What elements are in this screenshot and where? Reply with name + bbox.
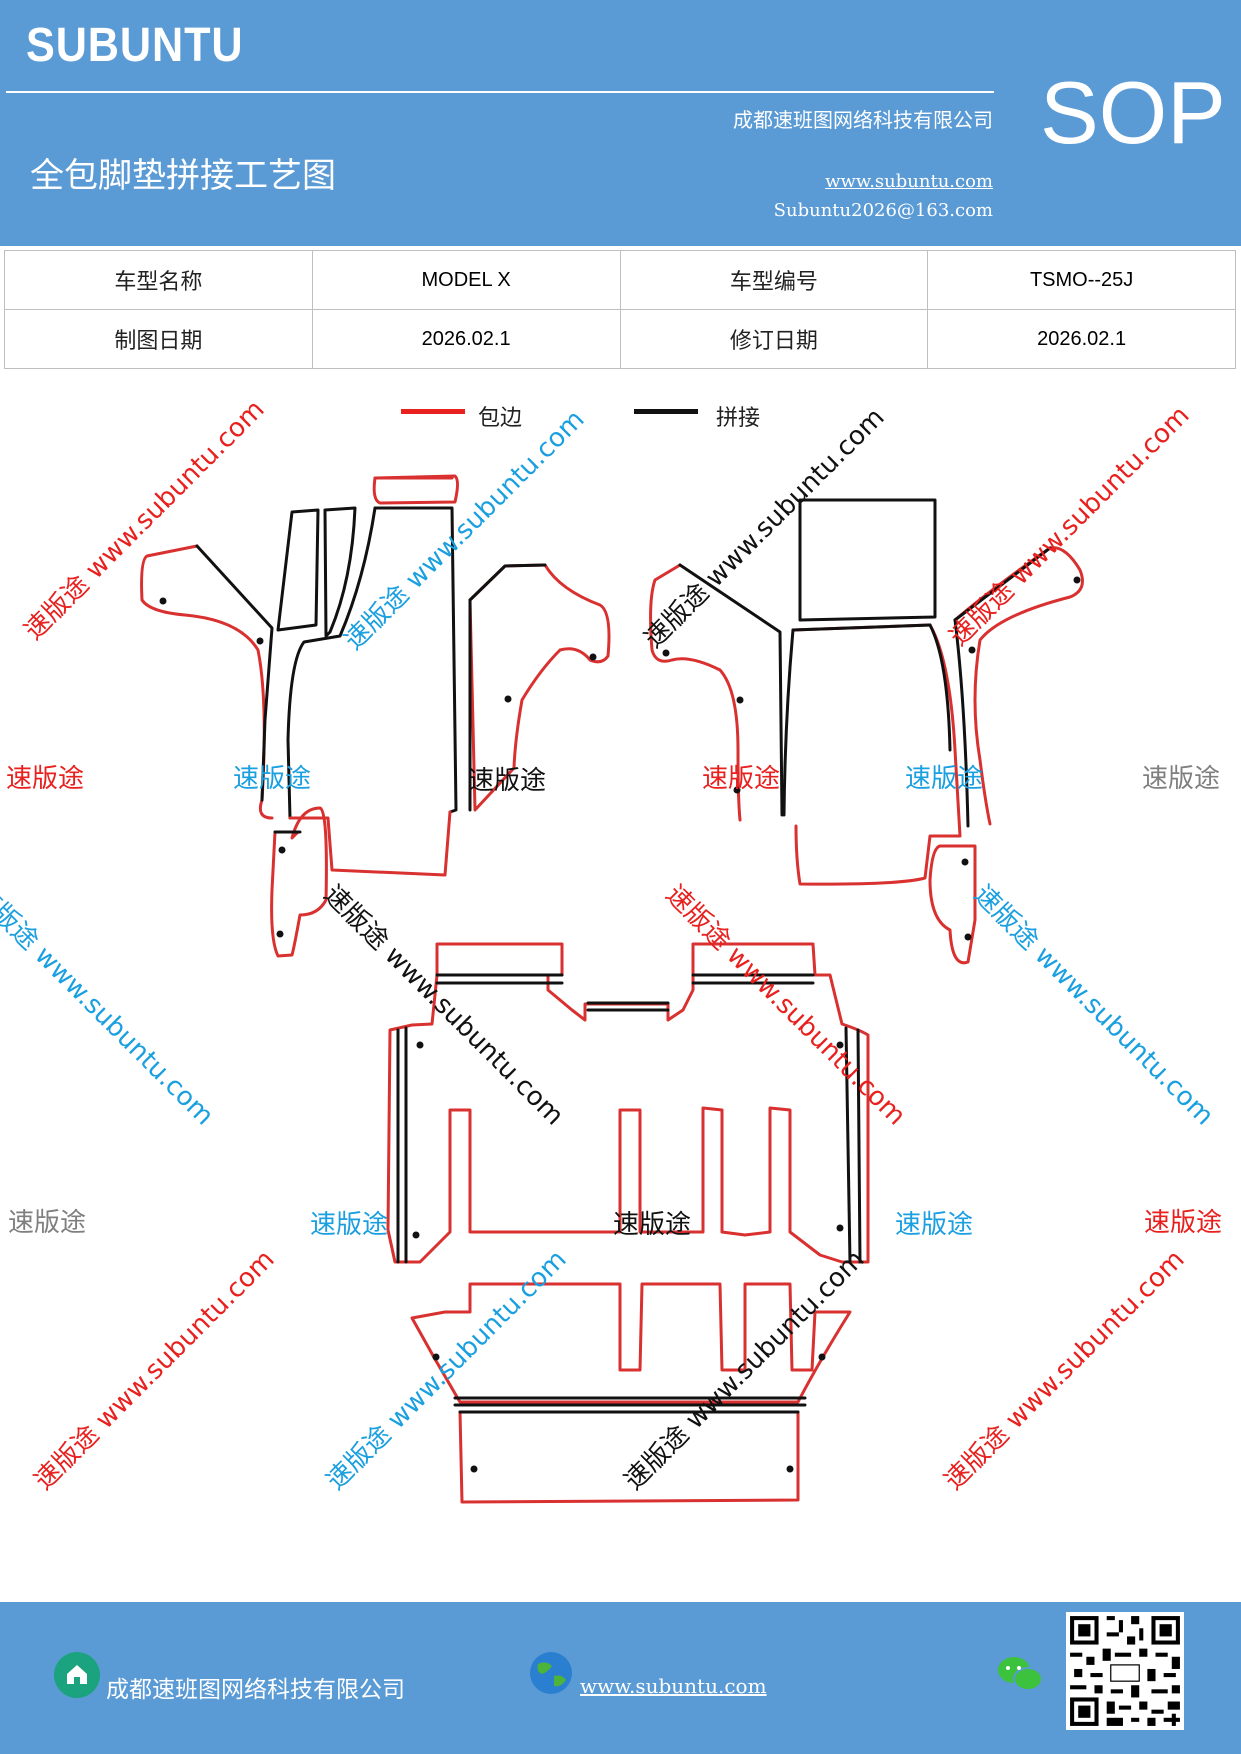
label-draw-date: 制图日期: [4, 309, 313, 369]
watermark-text: 速版途: [1144, 1208, 1223, 1238]
table-row: 车型名称 MODEL X 车型编号 TSMO--25J: [4, 250, 1236, 310]
watermark-text: 速版途: [233, 764, 312, 794]
front-left-mat: [140, 474, 459, 877]
footer-website-link[interactable]: www.subuntu.com: [580, 1674, 767, 1698]
brand-logo: SUBUNTU: [26, 19, 244, 72]
front-left-side-strip: [270, 806, 328, 958]
third-row-mat: [410, 1282, 852, 1504]
table-row: 制图日期 2026.02.1 修订日期 2026.02.1: [4, 309, 1236, 369]
wechat-icon: [996, 1654, 1044, 1694]
value-draw-date: 2026.02.1: [311, 309, 621, 369]
legend-swatch-seam: [634, 409, 698, 414]
company-name: 成都速班图网络科技有限公司: [733, 108, 993, 132]
value-model-name: MODEL X: [311, 250, 621, 310]
front-center-mat: [468, 563, 611, 812]
front-right-side-panel: [928, 546, 1084, 965]
watermark-text: 速版途: [8, 1208, 87, 1238]
vehicle-info-table: 车型名称 MODEL X 车型编号 TSMO--25J 制图日期 2026.02…: [4, 250, 1236, 369]
email-address: Subuntu2026@163.com: [773, 200, 993, 221]
front-right-mat: [649, 498, 962, 886]
label-revision-date: 修订日期: [619, 309, 929, 369]
watermark-text: 速版途: [310, 1210, 389, 1240]
header-banner: SUBUNTU 成都速班图网络科技有限公司 全包脚垫拼接工艺图 www.subu…: [0, 0, 1241, 246]
label-model-code: 车型编号: [619, 250, 929, 310]
watermark-text: 速版途: [613, 1210, 692, 1240]
sop-badge: SOP: [1040, 63, 1226, 162]
floor-mat-diagram: [140, 474, 1084, 1504]
watermark-text: 速版途: [1142, 764, 1221, 794]
value-revision-date: 2026.02.1: [927, 309, 1236, 369]
document-title: 全包脚垫拼接工艺图: [30, 156, 336, 196]
globe-icon: [528, 1650, 574, 1696]
house-icon: [54, 1652, 100, 1698]
legend-label-seam: 拼接: [716, 406, 761, 431]
watermark-text: 速版途: [468, 766, 547, 796]
website-link[interactable]: www.subuntu.com: [825, 171, 993, 192]
watermark-text: 速版途: [895, 1210, 974, 1240]
qr-code: [1066, 1612, 1184, 1730]
footer-company: 成都速班图网络科技有限公司: [106, 1677, 405, 1703]
legend-swatch-edging: [401, 409, 465, 414]
value-model-code: TSMO--25J: [927, 250, 1236, 310]
label-model-name: 车型名称: [4, 250, 313, 310]
second-row-mat: [386, 942, 870, 1264]
legend-label-edging: 包边: [478, 406, 523, 431]
watermark-text: 速版途: [905, 764, 984, 794]
watermark-text: 速版途: [702, 764, 781, 794]
header-divider: [6, 91, 994, 93]
watermark-text: 速版途: [6, 764, 85, 794]
